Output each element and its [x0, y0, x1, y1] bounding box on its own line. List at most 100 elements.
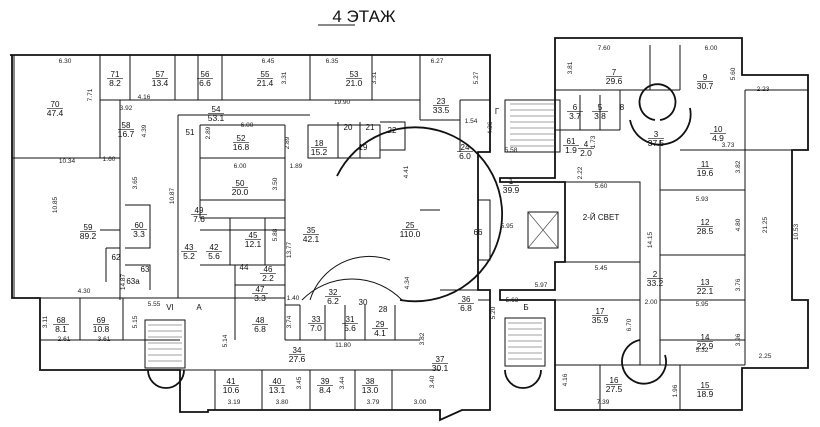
room-62: 62 — [112, 253, 121, 262]
room-area: 21.0 — [346, 78, 363, 88]
room-31: 315.6 — [342, 315, 358, 333]
room-area: 10.8 — [93, 324, 110, 334]
dimension-label: 6.35 — [326, 58, 339, 65]
dimension-label: 6.27 — [431, 58, 444, 65]
dimension-label: 4.30 — [78, 288, 91, 295]
room-46: 462.2 — [260, 265, 276, 283]
room-number: 32 — [329, 288, 338, 297]
room-area: 4.9 — [712, 133, 724, 143]
room-number: 6 — [573, 103, 578, 112]
stair-label-vi: VI — [166, 303, 174, 312]
room-number: 71 — [111, 70, 120, 79]
room-area: 110.0 — [400, 229, 421, 239]
dimension-label: 5.60 — [595, 183, 608, 190]
room-51: 51 — [186, 128, 195, 137]
room-71: 718.2 — [107, 70, 123, 88]
dimension-label: 4.41 — [403, 165, 410, 178]
dimension-label: 2.00 — [645, 299, 658, 306]
dimension-label: 4.16 — [138, 94, 151, 101]
room-number: 35 — [307, 226, 316, 235]
room-29: 294.1 — [372, 320, 388, 338]
room-number: 42 — [210, 243, 219, 252]
room-number: 40 — [273, 377, 282, 386]
dimension-label: 3.81 — [567, 61, 574, 74]
room-area: 6.8 — [460, 303, 472, 313]
stairwells — [144, 99, 641, 389]
dimension-label: 3.45 — [296, 376, 303, 389]
dimension-label: 5.88 — [272, 228, 279, 241]
elevator — [527, 211, 559, 249]
room-5: 53.8 — [592, 103, 608, 121]
room-area: 5.2 — [183, 251, 195, 261]
room-number: 1 — [509, 177, 514, 186]
room-number: 66 — [474, 228, 483, 237]
dimension-label: 6.00 — [241, 122, 254, 129]
dimension-labels: 6.307.7110.3410.853.924.166.453.316.353.… — [42, 45, 800, 406]
room-61: 611.9 — [563, 137, 579, 155]
room-area: 35.9 — [592, 315, 609, 325]
room-labels: 139.9233.2337.542.053.863.7729.68930.710… — [47, 68, 726, 399]
room-number: 49 — [195, 206, 204, 215]
room-number: 34 — [293, 346, 302, 355]
building-walls — [10, 54, 503, 422]
room-area: 33.2 — [647, 278, 664, 288]
room-number: 61 — [567, 137, 576, 146]
room-area: 29.6 — [606, 76, 623, 86]
dimension-label: 4.36 — [487, 121, 494, 134]
room-number: 38 — [366, 377, 375, 386]
room-9: 930.7 — [697, 73, 714, 91]
room-number: 11 — [701, 160, 710, 169]
room-area: 8.4 — [319, 385, 331, 395]
room-number: 53 — [350, 70, 359, 79]
dimension-label: 3.82 — [735, 160, 742, 173]
room-number: 57 — [156, 70, 165, 79]
room-number: 55 — [261, 70, 270, 79]
room-area: 8.1 — [55, 324, 67, 334]
room-number: 68 — [57, 316, 66, 325]
room-area: 19.6 — [697, 168, 714, 178]
room-area: 39.9 — [503, 185, 520, 195]
room-area: 8.2 — [109, 78, 121, 88]
room-32: 326.2 — [325, 288, 341, 306]
dimension-label: 3.79 — [367, 399, 380, 406]
dimension-label: 2.25 — [759, 353, 772, 360]
room-area: 53.1 — [208, 113, 225, 123]
dimension-label: 5.55 — [148, 301, 161, 308]
room-number: 19 — [359, 143, 368, 152]
room-area: 7.0 — [310, 323, 322, 333]
dimension-label: 3.40 — [429, 375, 436, 388]
room-number: 44 — [240, 263, 249, 272]
dimension-label: 3.31 — [281, 71, 288, 84]
room-number: 36 — [462, 295, 471, 304]
dimension-label: 1.60 — [103, 156, 116, 163]
room-19: 19 — [359, 143, 368, 152]
room-number: 30 — [359, 298, 368, 307]
room-60: 603.3 — [131, 221, 147, 239]
dimension-label: 2.22 — [577, 166, 584, 179]
dimension-label: 5.97 — [535, 282, 548, 289]
room-number: 60 — [135, 221, 144, 230]
dimension-label: 21.25 — [762, 216, 769, 233]
room-number: 52 — [237, 134, 246, 143]
room-number: 62 — [112, 253, 121, 262]
dimension-label: 2.61 — [58, 336, 71, 343]
dimension-label: 5.60 — [730, 67, 737, 80]
room-area: 6.0 — [459, 151, 471, 161]
room-number: 17 — [596, 307, 605, 316]
room-6: 63.7 — [567, 103, 583, 121]
room-area: 5.6 — [344, 323, 356, 333]
room-48: 486.8 — [252, 316, 268, 334]
dimension-label: 3.19 — [228, 399, 241, 406]
